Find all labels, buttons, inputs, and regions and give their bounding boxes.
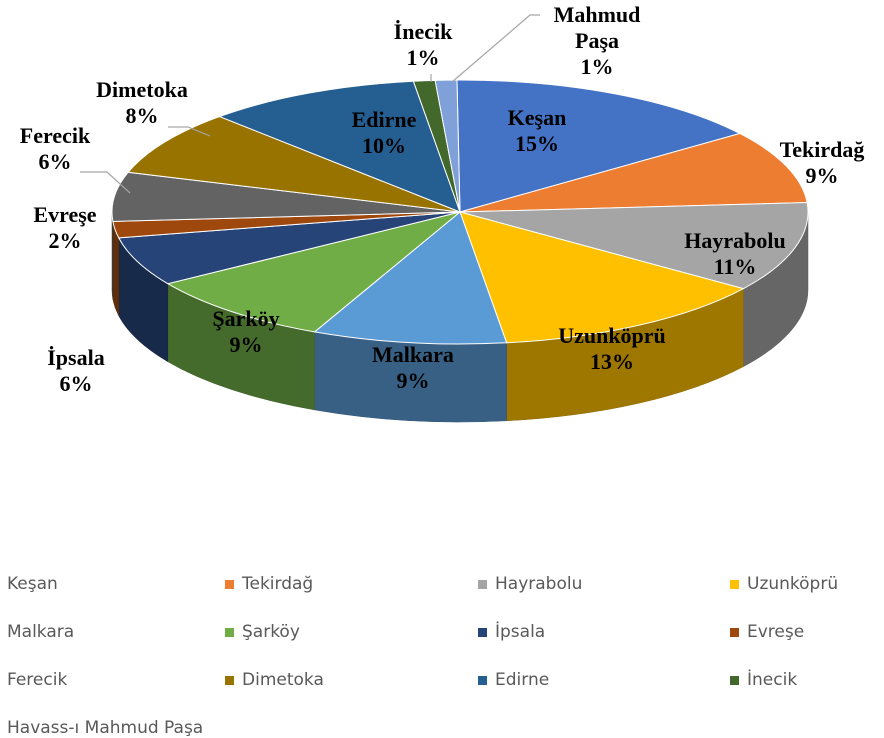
legend-swatch [730, 579, 739, 589]
legend-swatch [478, 579, 487, 589]
legend-item-evre-e: Evreşe [730, 622, 804, 642]
legend-swatch [730, 675, 739, 685]
legend-label: Havass-ı Mahmud Paşa [7, 718, 204, 738]
slice-dimetoka [127, 116, 461, 213]
slice-hayrabolu [459, 202, 809, 290]
legend-item-malkara: Malkara [0, 622, 74, 642]
slice-tekirda [459, 132, 808, 213]
legend-item-dimetoka: Dimetoka [225, 670, 324, 690]
pie-tops [111, 79, 809, 345]
legend-swatch [478, 675, 487, 685]
legend-label: Evreşe [747, 622, 805, 642]
leader-ferecik [80, 171, 131, 194]
slice-uzunk-pr [459, 211, 745, 344]
legend-label: Edirne [495, 670, 550, 690]
leader-dimetoka [168, 126, 211, 137]
leader-lines [80, 14, 540, 194]
legend-label: Tekirdağ [242, 574, 314, 594]
legend-swatch [478, 627, 487, 637]
slice-ke-an [456, 79, 742, 213]
pie-sides [111, 211, 809, 423]
legend-label: İnecik [747, 670, 798, 690]
slice-ferecik [111, 171, 461, 222]
legend-item-i-psala: İpsala [478, 622, 545, 642]
legend-item-i-necik: İnecik [730, 670, 797, 690]
legend-item-ark-y: Şarköy [225, 622, 300, 642]
legend-item-ferecik: Ferecik [0, 670, 67, 690]
slice-edirne [218, 80, 461, 213]
legend-label: Dimetoka [242, 670, 324, 690]
leader-mahmud-pa-a [451, 14, 540, 83]
legend-label: İpsala [495, 622, 546, 642]
slice-mahmud-pa-a [434, 79, 461, 213]
legend-label: Malkara [7, 622, 75, 642]
legend-item-hayrabolu: Hayrabolu [478, 574, 582, 594]
legend-label: Ferecik [7, 670, 68, 690]
legend-swatch [730, 627, 739, 637]
legend-label: Uzunköprü [747, 574, 839, 594]
legend-item-ke-an: Keşan [0, 574, 58, 594]
legend-label: Keşan [7, 574, 58, 594]
legend-item-tekirda: Tekirdağ [225, 574, 313, 594]
slice-ark-y [166, 211, 461, 333]
side-ferecik [111, 211, 114, 300]
slice-malkara [313, 211, 508, 345]
legend-item-uzunk-pr: Uzunköprü [730, 574, 838, 594]
legend-swatch [225, 627, 234, 637]
legend-label: Hayrabolu [495, 574, 583, 594]
legend-swatch [225, 579, 234, 589]
slice-i-psala [117, 211, 461, 285]
legend-item-edirne: Edirne [478, 670, 549, 690]
legend-swatch [225, 675, 234, 685]
legend-item-havass-mahmud-pa-a: Havass-ı Mahmud Paşa [0, 718, 203, 738]
legend-label: Şarköy [242, 622, 300, 642]
